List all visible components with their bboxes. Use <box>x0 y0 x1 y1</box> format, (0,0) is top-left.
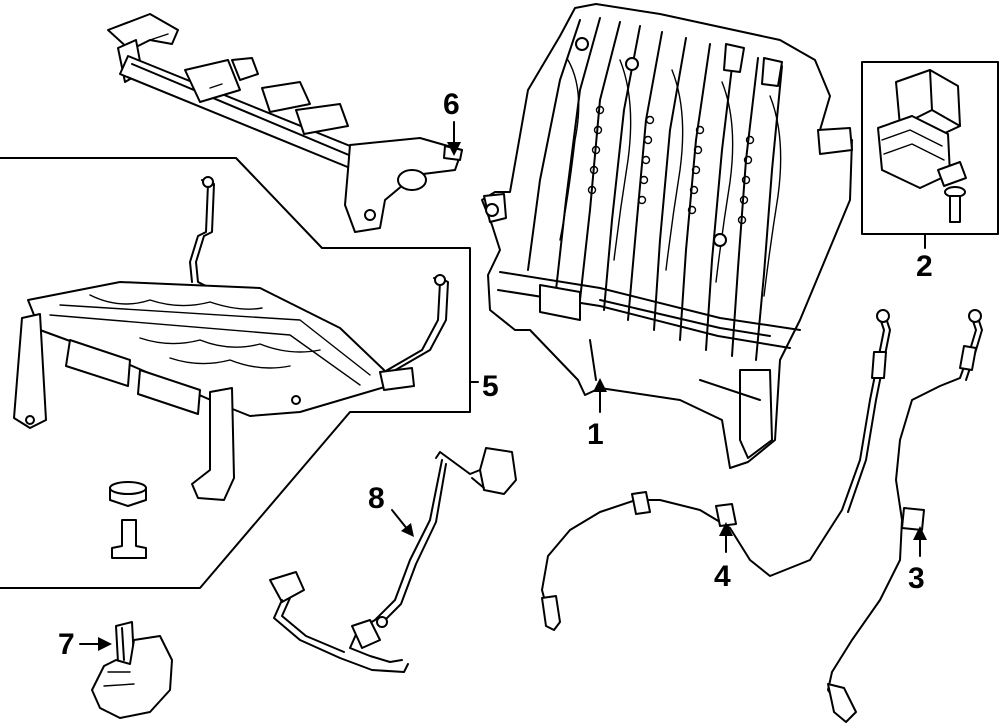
callout-8: 8 <box>368 482 385 515</box>
callout-2: 2 <box>916 250 933 283</box>
callout-3: 3 <box>908 562 925 595</box>
pivot-bar-icon <box>107 13 463 233</box>
release-cable-icon-4 <box>541 309 891 631</box>
leader-arrow-1 <box>593 378 607 413</box>
leader-arrow-8 <box>391 509 414 537</box>
seat-cushion-frame-icon <box>13 176 449 559</box>
leader-arrow-4 <box>719 522 733 553</box>
callout-4: 4 <box>714 560 731 593</box>
wire-harness-icon <box>269 447 517 673</box>
release-cable-icon-3 <box>827 309 983 723</box>
seat-cushion-frame-inset <box>0 157 471 589</box>
callout-7: 7 <box>58 628 75 661</box>
seat-back-frame-icon <box>481 3 853 469</box>
latch-assembly-inset <box>861 61 999 249</box>
callout-1: 1 <box>587 418 604 451</box>
latch-assembly-icon <box>877 69 967 223</box>
leader-arrow-6 <box>447 121 461 156</box>
clip-icon <box>91 621 173 719</box>
leader-arrow-7 <box>79 637 112 651</box>
callout-5: 5 <box>482 370 499 403</box>
circle-holes <box>587 105 755 225</box>
leader-arrow-3 <box>913 526 927 557</box>
callout-6: 6 <box>443 88 460 121</box>
